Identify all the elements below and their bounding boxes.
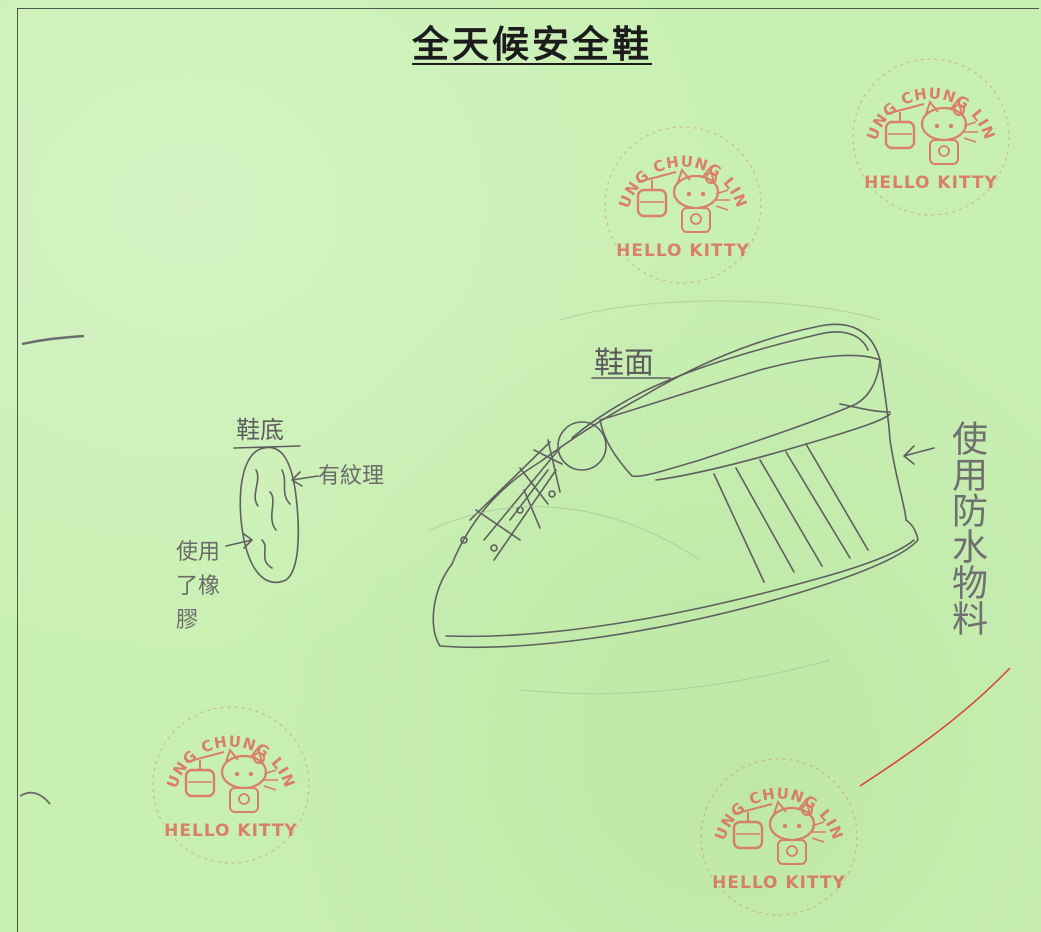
staple-mark-top xyxy=(21,334,85,346)
shoe-tongue xyxy=(599,354,881,478)
svg-text:HELLO KITTY: HELLO KITTY xyxy=(864,173,998,193)
shoe-stripes xyxy=(713,443,869,583)
rubber-arrow xyxy=(225,533,253,549)
shoe-heel-collar xyxy=(571,331,869,439)
hello-kitty-stamp: TUNG CHUNG LINEHELLO KITTY xyxy=(598,120,762,284)
page-title: 全天候安全鞋 xyxy=(412,22,652,66)
hello-kitty-stamp: TUNG CHUNG LINEHELLO KITTY xyxy=(846,52,1010,216)
texture-arrow xyxy=(291,471,319,487)
svg-text:HELLO KITTY: HELLO KITTY xyxy=(164,821,298,841)
hello-kitty-stamp: TUNG CHUNG LINEHELLO KITTY xyxy=(146,700,310,864)
waterproof-arrow xyxy=(903,445,935,465)
shoe-toe-eyelet xyxy=(557,421,607,471)
shoe-laces xyxy=(469,439,563,561)
waterproof-note: 使用防水物料 xyxy=(946,420,987,636)
svg-text:HELLO KITTY: HELLO KITTY xyxy=(616,241,750,261)
shoe-heel-panel xyxy=(839,403,891,413)
hello-kitty-stamp: TUNG CHUNG LINEHELLO KITTY xyxy=(694,752,858,916)
red-tick-mark xyxy=(859,667,1011,787)
shoe-sole-outline xyxy=(432,519,919,649)
sole-label: 鞋底 xyxy=(236,416,284,444)
texture-note: 有紋理 xyxy=(318,464,385,489)
sole-side-outline xyxy=(239,446,300,584)
svg-text:HELLO KITTY: HELLO KITTY xyxy=(712,873,846,893)
upper-label: 鞋面 xyxy=(594,346,654,381)
shoe-upper-outline xyxy=(451,323,907,565)
shoe-sole-line xyxy=(445,539,915,638)
staple-mark-bottom xyxy=(19,791,51,805)
page-border xyxy=(17,8,1039,932)
rubber-note: 使用了橡膠 xyxy=(176,540,221,633)
